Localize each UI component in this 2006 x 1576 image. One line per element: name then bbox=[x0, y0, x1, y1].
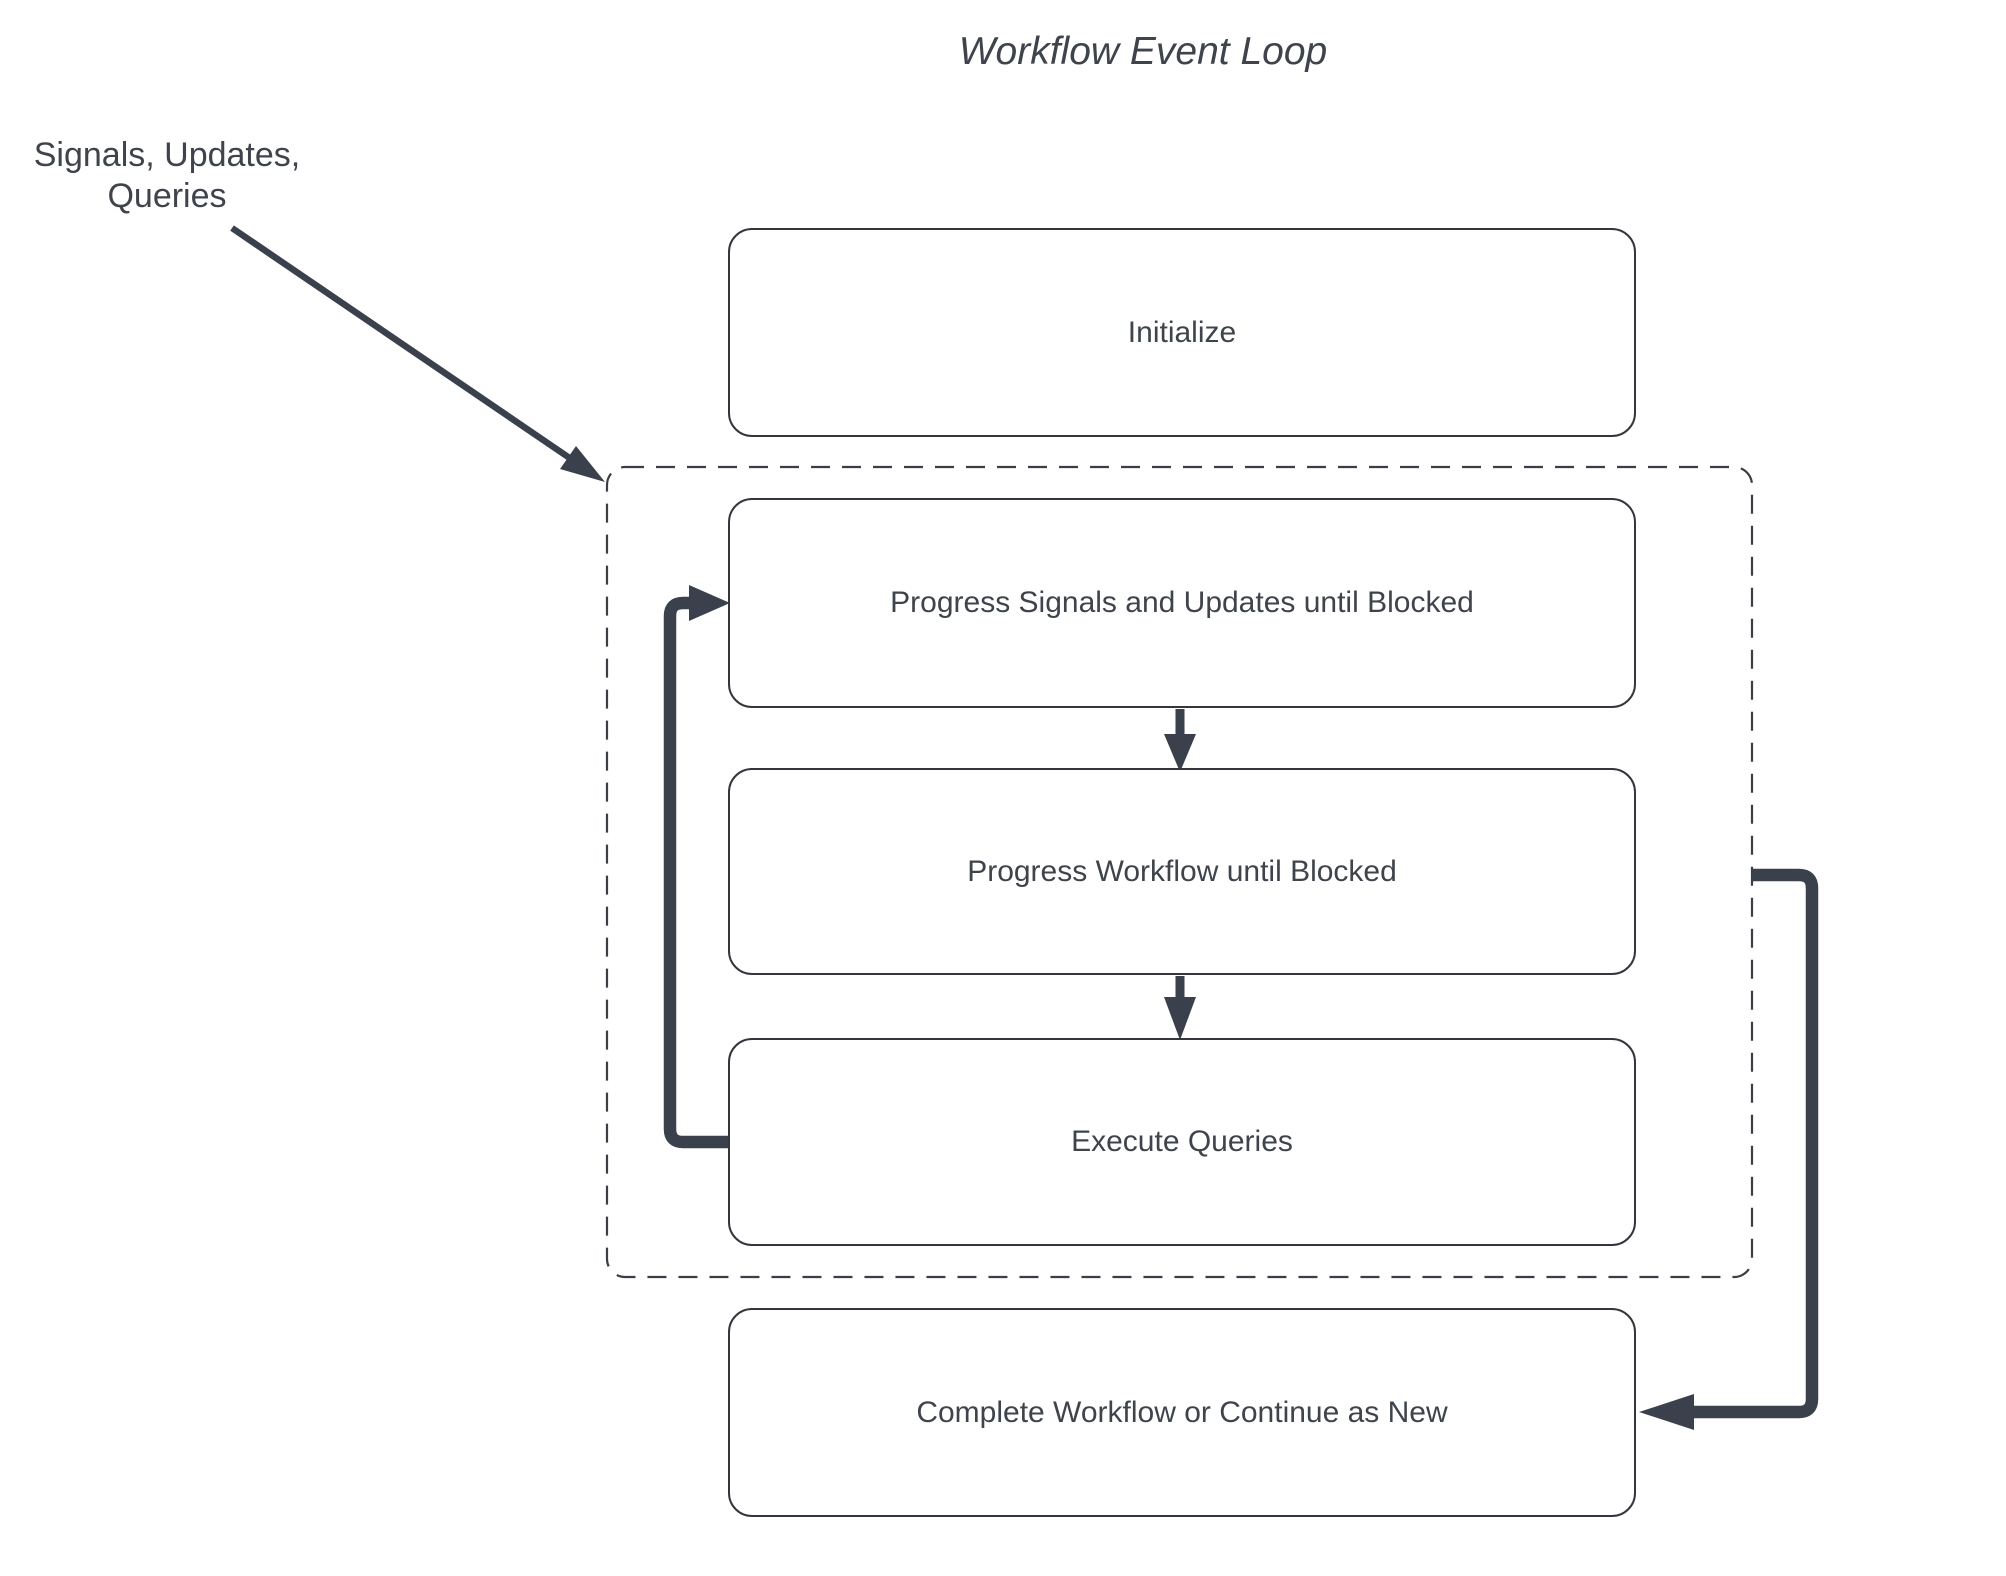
node-initialize-label: Initialize bbox=[1127, 315, 1237, 349]
node-progress-signals: Progress Signals and Updates until Block… bbox=[728, 498, 1636, 708]
exit-arrow bbox=[1639, 868, 1819, 1430]
node-initialize: Initialize bbox=[728, 228, 1636, 437]
diagram-title: Workflow Event Loop bbox=[958, 30, 1328, 73]
signals-updates-queries-annotation: Signals, Updates, Queries bbox=[22, 135, 312, 217]
loop-back-arrow bbox=[663, 585, 730, 1149]
down-arrow-1 bbox=[1164, 709, 1196, 772]
annotation-line-1: Signals, Updates, bbox=[33, 136, 301, 174]
signals-diagonal-arrow bbox=[230, 225, 605, 482]
node-progress-workflow: Progress Workflow until Blocked bbox=[728, 768, 1636, 975]
node-progress-workflow-label: Progress Workflow until Blocked bbox=[967, 854, 1397, 888]
annotation-line-2: Queries bbox=[107, 177, 227, 215]
node-execute-queries-label: Execute Queries bbox=[1071, 1125, 1293, 1158]
node-complete-workflow: Complete Workflow or Continue as New bbox=[728, 1308, 1636, 1517]
node-execute-queries: Execute Queries bbox=[728, 1038, 1636, 1246]
down-arrow-2 bbox=[1164, 976, 1196, 1040]
node-progress-signals-label: Progress Signals and Updates until Block… bbox=[890, 586, 1474, 619]
node-complete-workflow-label: Complete Workflow or Continue as New bbox=[916, 1395, 1448, 1429]
